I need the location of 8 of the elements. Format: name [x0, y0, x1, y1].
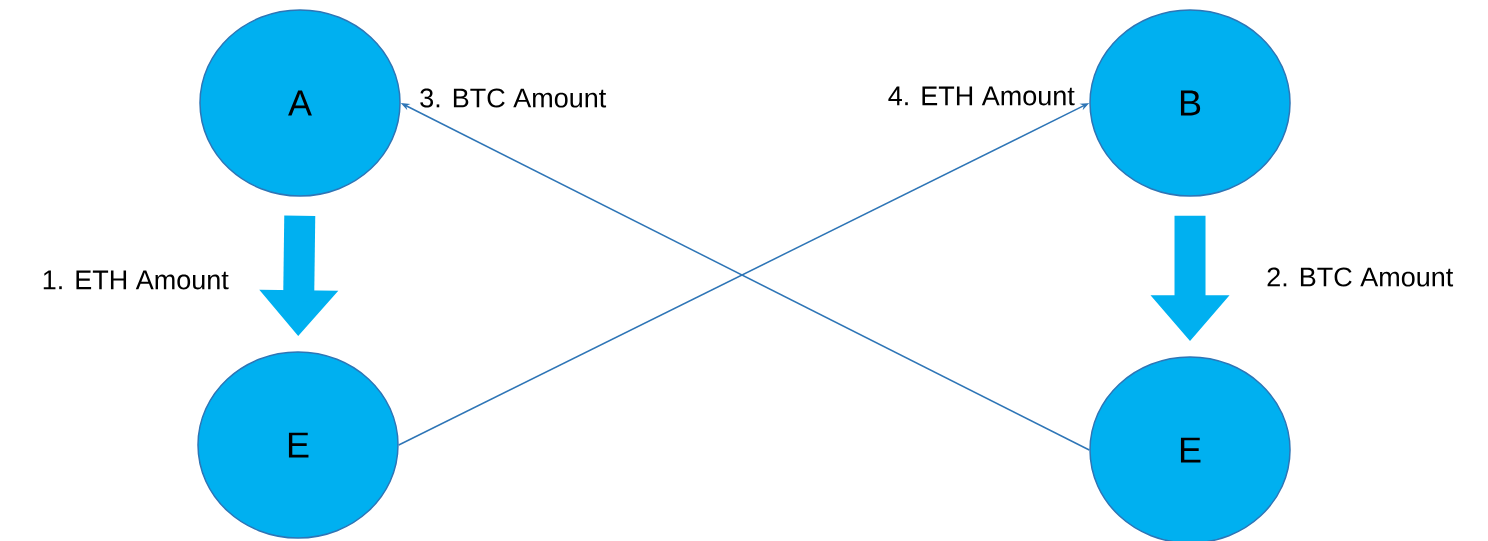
edge-label: 3. BTC Amount	[418, 87, 608, 109]
edge-label: 4. ETH Amount	[886, 85, 1076, 107]
circle-node: E	[1089, 356, 1291, 541]
edge-label: 2. BTC Amount	[1265, 266, 1455, 288]
circle-node: A	[199, 9, 401, 197]
edge-label: 1. ETH Amount	[40, 269, 230, 291]
circle-node: E	[197, 351, 399, 539]
circle-node: B	[1089, 9, 1291, 197]
